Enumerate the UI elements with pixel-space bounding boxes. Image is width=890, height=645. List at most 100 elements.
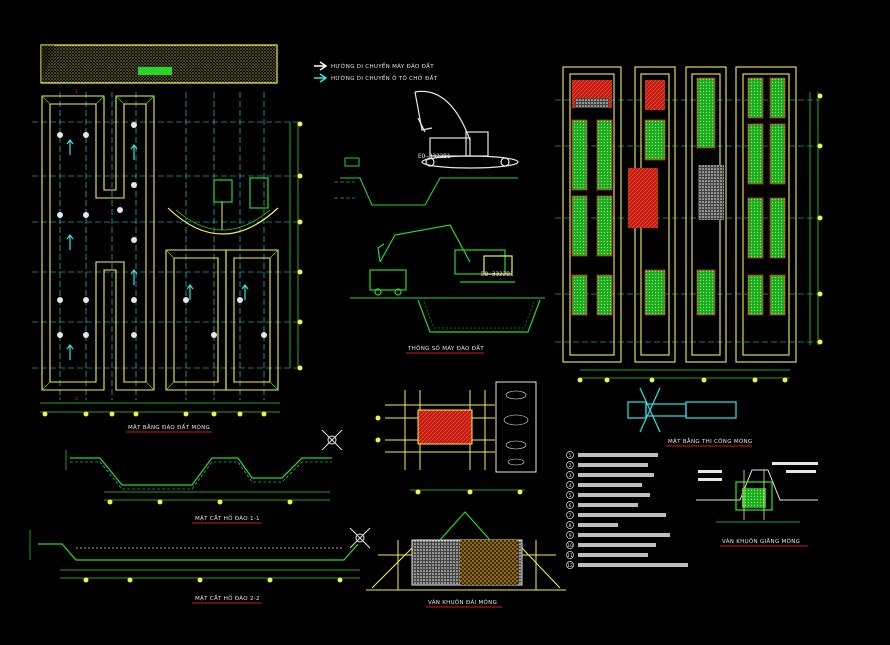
beam-formwork-box [735,481,773,511]
section-1-profile [70,457,332,486]
legend-excavator-direction: HƯỚNG DI CHUYỂN MÁY ĐÀO ĐẤT [331,62,434,70]
excavator-bottom-icon [369,224,515,296]
note-row: 5 [566,491,650,499]
note-text-bar [578,503,638,507]
note-text-bar [578,543,656,547]
note-row: 12 [566,561,688,569]
pit-outlines [41,95,279,391]
note-row: 9 [566,531,670,539]
note-callout-number: 6 [569,503,572,509]
note-row: 1 [566,451,658,459]
excavator-bottom-label: EO–3322B1 [481,271,514,278]
trench-top [340,177,518,206]
excavation-plan[interactable]: 1 2 MẶT BẰNG ĐÀO ĐẤT MÓNG [32,89,303,433]
legend-truck-direction: HƯỚNG DI CHUYỂN Ô TÔ CHỞ ĐẤT [331,74,438,82]
note-row: 4 [566,481,642,489]
plan-axis-bubbles [42,411,267,417]
note-text-bar [578,483,642,487]
truck-plan-icon [249,177,269,209]
excavator-reach-arc [167,207,279,235]
construction-plan[interactable]: MẶT BẰNG THI CÔNG MÓNG [555,66,823,447]
pit-slopes [41,95,279,391]
excavator-parameters[interactable]: EO–3322B1 EO–3322B1 THÔNG SỐ MÁY ĐÀO ĐẤT [334,90,545,354]
note-callout-number: 8 [569,523,572,529]
note-callout-circle [566,541,574,549]
formwork-braces [366,540,566,591]
note-callout-circle [566,491,574,499]
note-callout-circle [566,451,574,459]
note-callout-circle [566,551,574,559]
truck-arrow-icon [314,73,328,83]
note-text-bar [578,533,670,537]
note-text-bar [578,493,650,497]
note-callout-number: 9 [569,533,572,539]
note-row: 6 [566,501,638,509]
title-section-2: MẶT CẮT HỐ ĐÀO 2-2 [195,594,260,602]
note-text-bar [578,563,688,567]
note-text-bar [578,463,648,467]
excavator-top-label: EO–3322B1 [418,153,451,160]
title-excavator-parameters: THÔNG SỐ MÁY ĐÀO ĐẤT [407,344,484,352]
note-callout-number: 2 [569,463,572,469]
excavator-plan-icon [213,179,233,203]
title-construction-plan: MẶT BẰNG THI CÔNG MÓNG [668,437,753,445]
note-callout-number: 10 [567,543,573,549]
raft-gravel [460,540,518,585]
north-arrow-2 [349,527,371,549]
plan-dimension-lines [40,402,280,413]
note-callout-number: 11 [567,553,573,559]
section-2-profile [38,543,359,561]
pile-caps [571,77,786,316]
note-callout-circle [566,461,574,469]
note-row: 2 [566,461,648,469]
trench-bottom [417,299,541,333]
wood-board-detail [495,381,537,473]
truck-direction-arrows [66,139,249,360]
plan-grid [32,92,300,400]
beam-profile [696,469,818,501]
note-text-bar [578,523,618,527]
title-section-1: MẶT CẮT HỐ ĐÀO 1-1 [195,514,260,522]
note-callout-circle [566,471,574,479]
section-mark-bottom: 2 [75,396,78,402]
note-callout-circle [566,561,574,569]
note-callout-number: 3 [569,473,572,479]
note-row: 3 [566,471,654,479]
soil-strip-label-box [138,67,172,75]
note-callout-circle [566,511,574,519]
note-callout-number: 12 [567,563,573,569]
raft-concrete [417,409,473,445]
note-callout-circle [566,521,574,529]
beam-formwork[interactable]: VÁN KHUÔN GIẰNG MÓNG [696,462,818,547]
truck-icon [627,387,737,433]
note-row: 7 [566,511,666,519]
raft-formwork-plan[interactable] [375,381,537,495]
excavator-top-icon [414,90,519,169]
section-mark-top: 1 [75,89,78,95]
north-arrow-1 [321,429,343,451]
note-text-bar [578,553,648,557]
note-text-bar [578,473,654,477]
raft-formwork-section[interactable]: VÁN KHUÔN ĐÀI MÓNG [366,511,566,608]
note-callout-circle [566,481,574,489]
note-callout-number: 4 [569,483,572,489]
red-pile-caps [572,80,665,228]
note-callout-circle [566,531,574,539]
section-1-1[interactable]: MẶT CẮT HỐ ĐÀO 1-1 [65,429,343,524]
note-callout-circle [566,501,574,509]
note-row: 8 [566,521,618,529]
legend: HƯỚNG DI CHUYỂN MÁY ĐÀO ĐẤT HƯỚNG DI CHU… [314,61,438,83]
note-text-bar [578,513,666,517]
title-raft-formwork: VÁN KHUÔN ĐÀI MÓNG [428,599,497,606]
note-row: 11 [566,551,648,559]
note-callout-number: 7 [569,513,572,519]
white-pile-caps [575,98,724,220]
pile-markers [57,122,267,338]
section-2-2[interactable]: MẶT CẮT HỐ ĐÀO 2-2 [29,527,371,604]
title-beam-formwork: VÁN KHUÔN GIẰNG MÓNG [722,537,800,545]
note-callout-number: 1 [569,453,572,459]
note-callout-number: 5 [569,493,572,499]
